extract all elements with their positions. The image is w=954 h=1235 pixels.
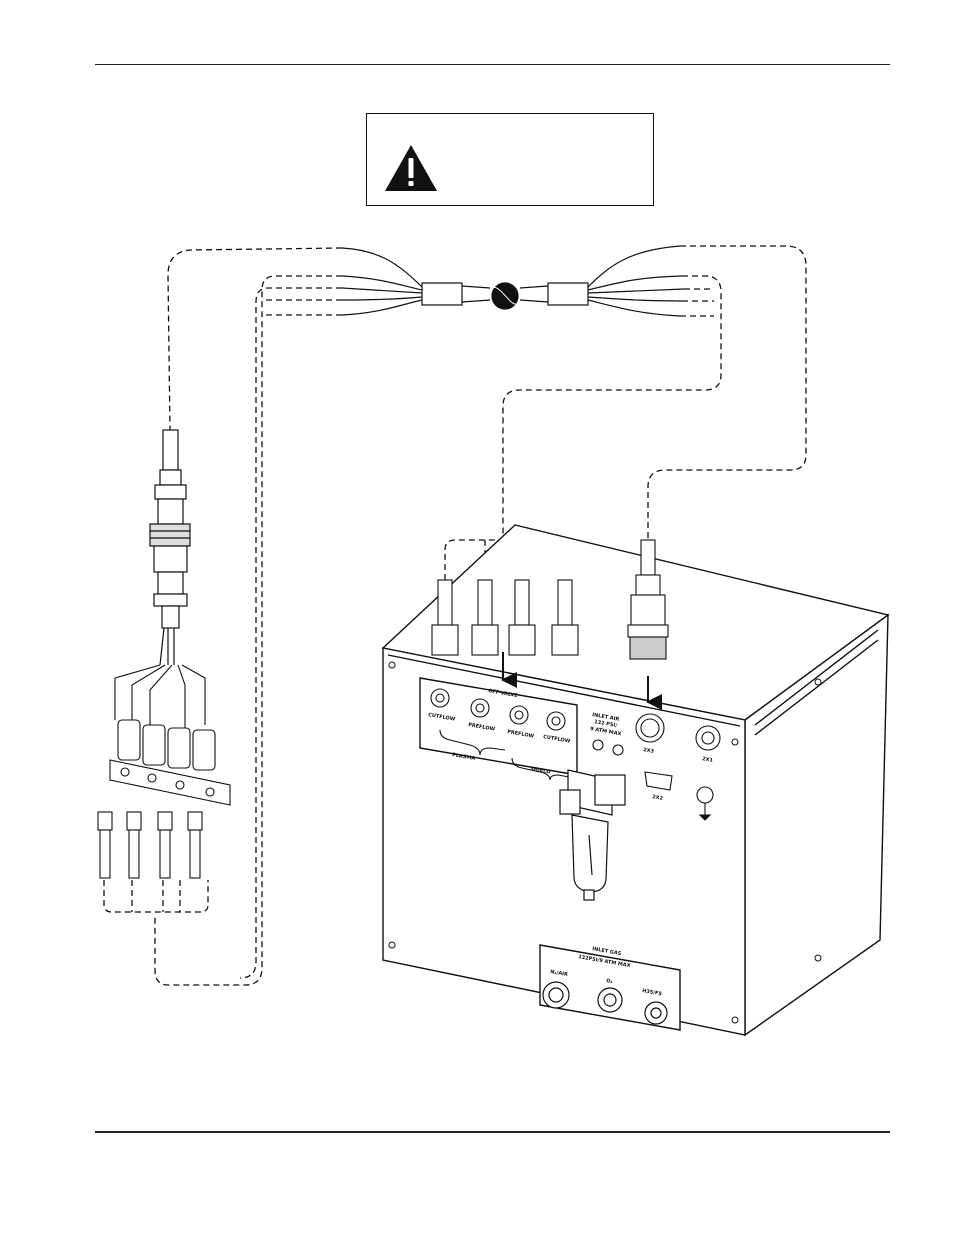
warning-triangle-icon bbox=[385, 145, 437, 191]
label-port-h35: H35/F5 bbox=[642, 988, 663, 997]
label-plasma: PLASMA bbox=[452, 752, 476, 762]
inlet-gas-fittings bbox=[542, 981, 668, 1025]
cable-connector-2x3 bbox=[627, 539, 669, 660]
filter-regulator bbox=[559, 769, 626, 901]
warning-box bbox=[366, 113, 654, 206]
label-off-valve: OFF-VALVE bbox=[488, 688, 519, 699]
label-2x3: 2X3 bbox=[643, 747, 655, 755]
label-inlet-air-2: 132 PSI/ bbox=[594, 719, 618, 729]
label-inlet-air-1: INLET AIR bbox=[592, 712, 620, 723]
label-inlet-air-3: 9 ATM MAX bbox=[590, 726, 622, 737]
label-cutflow-right: CUTFLOW bbox=[543, 734, 571, 745]
label-port-n2-air: N₂/AIR bbox=[550, 969, 569, 978]
off-valve-hoses bbox=[431, 579, 579, 656]
panel-connectors bbox=[592, 713, 721, 821]
footer-rule bbox=[95, 1131, 890, 1133]
off-valve-ports bbox=[430, 688, 576, 781]
label-preflow-right: PREFLOW bbox=[507, 729, 535, 740]
cable-splice bbox=[341, 245, 685, 317]
label-preflow-left: PREFLOW bbox=[468, 722, 496, 733]
label-2x1: 2X1 bbox=[702, 756, 714, 764]
header-rule bbox=[95, 64, 890, 65]
label-shield: SHIELD bbox=[530, 766, 551, 775]
screws bbox=[388, 661, 822, 1024]
label-cutflow-left: CUTFLOW bbox=[428, 712, 456, 723]
cable-connector-left bbox=[149, 429, 191, 666]
hose-fittings-left bbox=[97, 811, 203, 879]
label-port-o2: O₂ bbox=[606, 978, 613, 985]
valve-manifold bbox=[109, 664, 231, 806]
label-2x2: 2X2 bbox=[652, 794, 664, 802]
label-inlet-gas-1: INLET GAS bbox=[592, 946, 622, 957]
